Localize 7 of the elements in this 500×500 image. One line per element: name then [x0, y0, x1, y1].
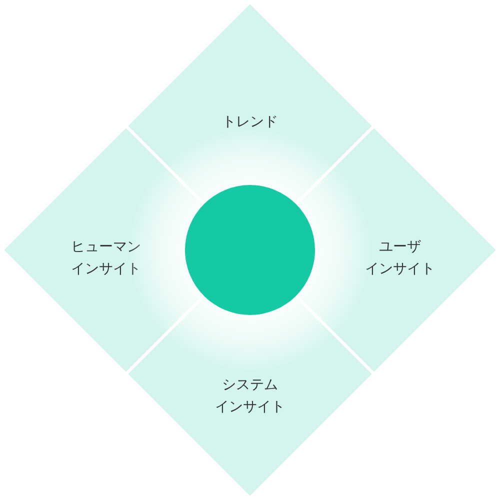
quadrant-label: インサイト: [71, 260, 141, 279]
quadrant-label: インサイト: [365, 260, 435, 279]
quadrant-label: トレンド: [222, 112, 278, 132]
quadrant-label: システム: [222, 376, 278, 395]
quadrant-label: ヒューマン: [71, 238, 141, 257]
quadrant-label: インサイト: [215, 398, 285, 417]
quadrant-label: ユーザ: [379, 238, 421, 257]
